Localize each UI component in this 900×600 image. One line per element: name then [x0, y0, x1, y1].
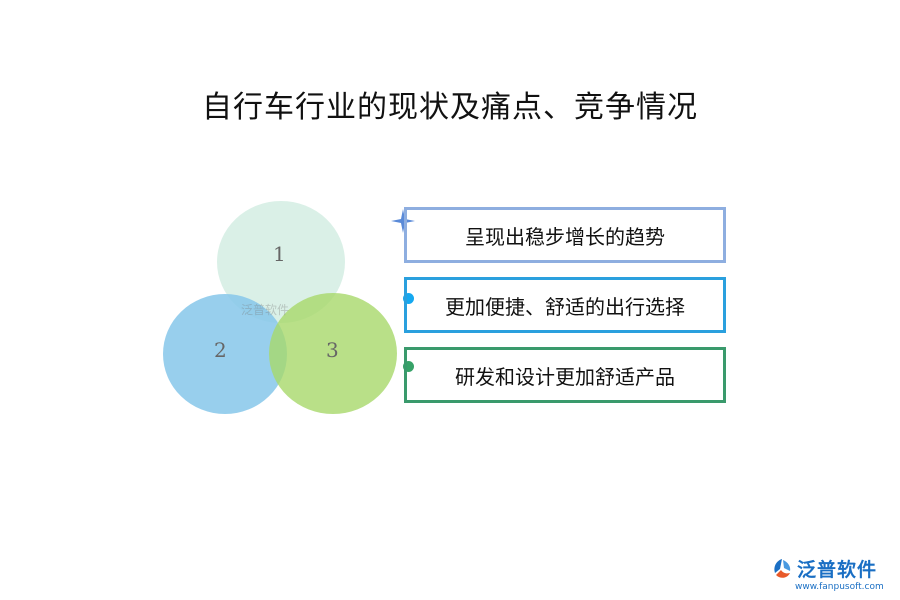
sparkle-icon — [391, 209, 415, 233]
logo-name: 泛普软件 — [797, 559, 878, 581]
circle-1-label: 1 — [273, 242, 286, 266]
circle-2-label: 2 — [214, 338, 227, 362]
item-box-3: 研发和设计更加舒适产品 — [404, 347, 726, 403]
circle-3 — [269, 293, 397, 414]
logo-icon — [774, 558, 791, 578]
bullet-dot-2 — [403, 293, 414, 304]
circle-3-label: 3 — [326, 338, 339, 362]
item-box-1: 呈现出稳步增长的趋势 — [404, 207, 726, 263]
item-text-2: 更加便捷、舒适的出行选择 — [445, 294, 685, 319]
watermark: 泛普软件 — [241, 303, 290, 317]
item-text-3: 研发和设计更加舒适产品 — [455, 364, 675, 389]
item-text-1: 呈现出稳步增长的趋势 — [465, 224, 665, 249]
logo-url: www.fanpusoft.com — [795, 582, 884, 592]
brand-logo: 泛普软件 — [771, 555, 877, 582]
diagram-title: 自行车行业的现状及痛点、竞争情况 — [202, 90, 698, 125]
bullet-dot-3 — [403, 361, 414, 372]
circle-2 — [163, 294, 287, 414]
item-box-2: 更加便捷、舒适的出行选择 — [404, 277, 726, 333]
